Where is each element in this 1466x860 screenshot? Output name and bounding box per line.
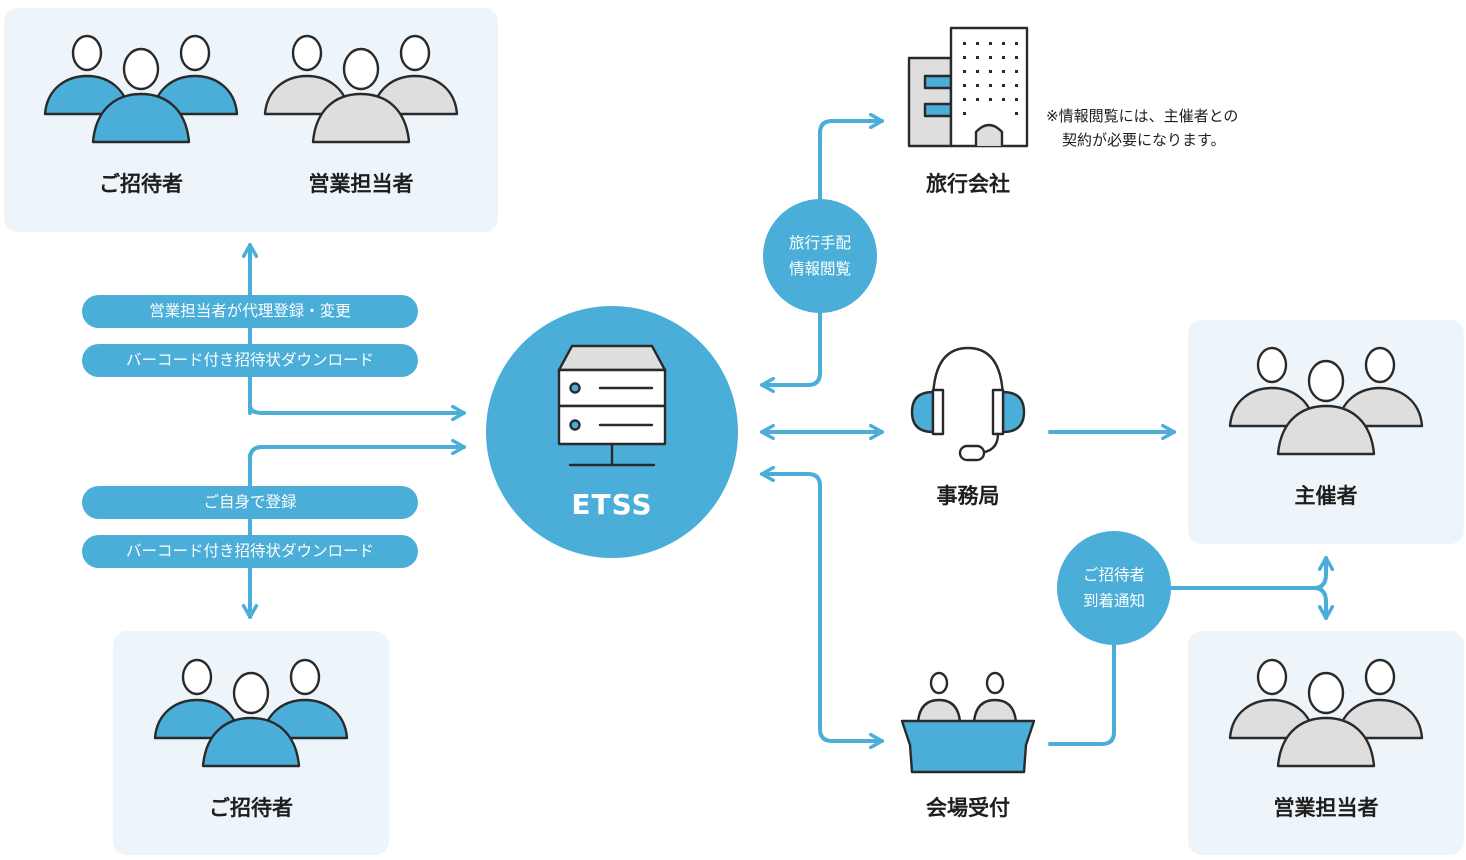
travel-info-bubble: 旅行手配 情報閲覧 — [763, 199, 877, 313]
self-register-pill: ご自身で登録 — [82, 486, 418, 519]
arrow-to-etss-top — [248, 403, 466, 413]
arrival-notice-line2: 到着通知 — [1082, 592, 1145, 610]
proxy-register-pill: 営業担当者が代理登録・変更 — [82, 295, 418, 328]
barcode-download-pill-1: バーコード付き招待状ダウンロード — [82, 344, 418, 377]
arrow-etss-venue — [760, 474, 884, 741]
venue-reception-label: 会場受付 — [926, 796, 1010, 820]
sales-label-top: 営業担当者 — [308, 172, 414, 196]
contract-note-line2: 契約が必要になります。 — [1062, 131, 1226, 149]
travel-agency-label: 旅行会社 — [926, 172, 1010, 196]
contract-note: ※情報閲覧には、主催者との 契約が必要になります。 — [1046, 104, 1238, 152]
travel-info-line2: 情報閲覧 — [788, 260, 851, 278]
invitee-label-top: ご招待者 — [99, 172, 183, 196]
arrival-notice-line1: ご招待者 — [1082, 566, 1145, 584]
secretariat-label: 事務局 — [936, 484, 1000, 508]
line-venue-arrival — [1048, 638, 1116, 746]
etss-label: ETSS — [571, 488, 653, 521]
barcode-download-pill-2: バーコード付き招待状ダウンロード — [82, 535, 418, 568]
invitee-label-bottom: ご招待者 — [209, 796, 293, 820]
organizer-label: 主催者 — [1294, 484, 1358, 508]
sales-label-bottom: 営業担当者 — [1273, 796, 1379, 820]
travel-info-line1: 旅行手配 — [788, 234, 851, 252]
arrival-notice-bubble: ご招待者 到着通知 — [1057, 531, 1171, 645]
arrow-to-sales-bottom — [1312, 586, 1326, 620]
contract-note-line1: ※情報閲覧には、主催者との — [1046, 107, 1239, 125]
